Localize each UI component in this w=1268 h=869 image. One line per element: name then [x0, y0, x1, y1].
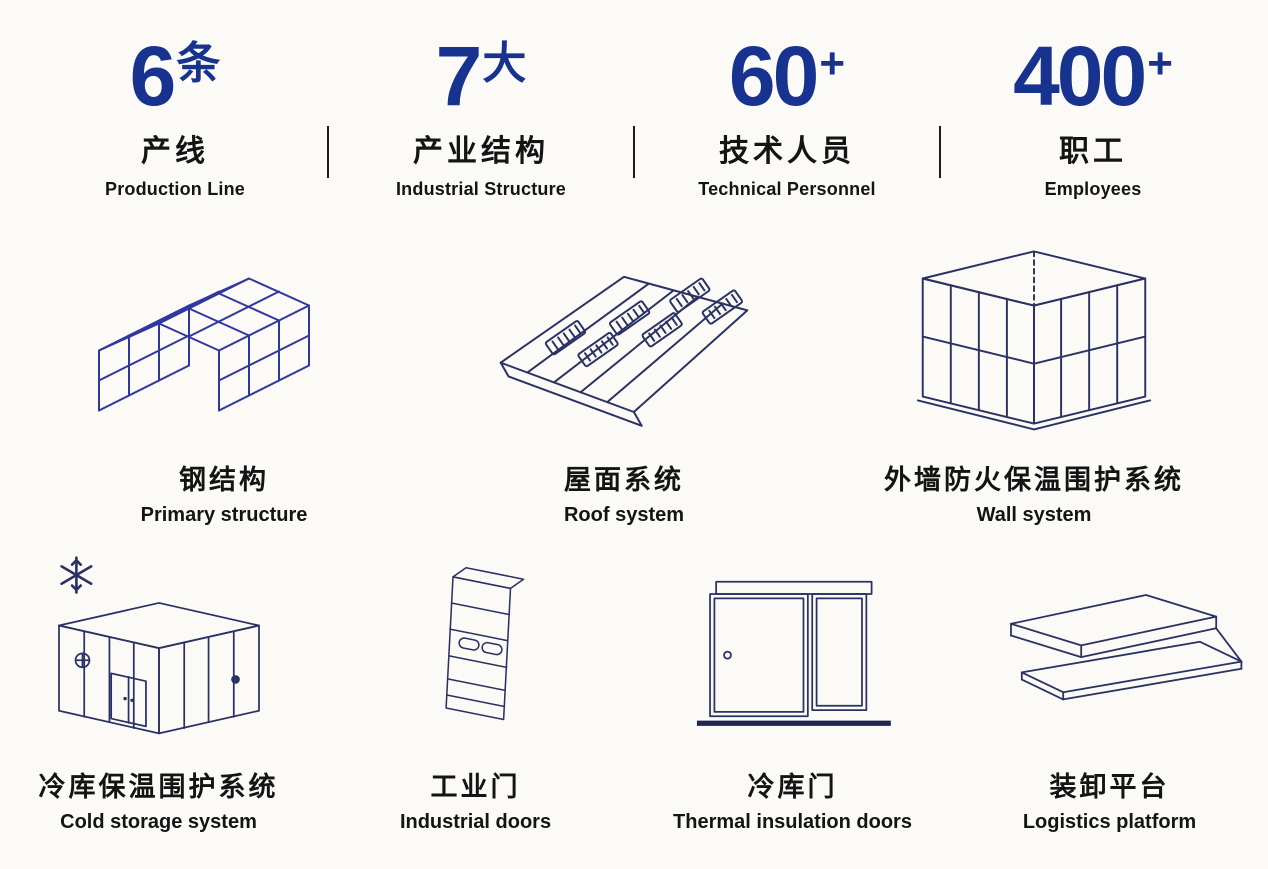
- stat-value-unit: 条: [176, 39, 221, 88]
- product-label-zh: 工业门: [430, 772, 521, 802]
- product-label-zh: 钢结构: [179, 465, 269, 495]
- stat-value: 400+: [957, 34, 1229, 118]
- steel-structure-icon: [74, 234, 374, 442]
- stat-employees: 400+ 职工 Employees: [957, 34, 1229, 200]
- stat-industrial-structure: 7大 产业结构 Industrial Structure: [345, 34, 617, 200]
- product-row-1: 钢结构 Primary structure: [0, 234, 1268, 527]
- stat-value-unit: +: [819, 39, 846, 88]
- stat-technical-personnel: 60+ 技术人员 Technical Personnel: [651, 34, 923, 200]
- stat-label-en: Employees: [1044, 179, 1142, 199]
- stat-label-en: Production Line: [105, 179, 245, 199]
- product-industrial-door: 工业门 Industrial doors: [317, 549, 634, 834]
- stat-label-zh: 技术人员: [719, 135, 855, 168]
- stat-value-unit: 大: [482, 39, 527, 88]
- product-label-zh: 屋面系统: [564, 465, 684, 495]
- stat-value-unit: +: [1147, 39, 1173, 88]
- stats-bar: 6条 产线 Production Line 7大 产业结构 Industrial…: [0, 0, 1268, 200]
- product-label-en: Primary structure: [140, 504, 308, 526]
- product-label-en: Logistics platform: [1022, 811, 1197, 833]
- roof-system-icon: [476, 234, 772, 442]
- industrial-door-icon: [361, 549, 591, 749]
- stat-value: 6条: [39, 34, 311, 118]
- stat-label-zh: 产业结构: [413, 135, 549, 168]
- product-roof-system: 屋面系统 Roof system: [434, 234, 814, 527]
- snowflake-icon: [59, 556, 92, 594]
- loading-platform-icon: [964, 549, 1256, 749]
- wall-system-icon: [874, 234, 1194, 442]
- stat-value: 60+: [651, 34, 923, 118]
- product-label-en: Roof system: [563, 504, 685, 526]
- thermal-door-icon: [662, 549, 924, 749]
- stats-divider: [939, 126, 941, 178]
- stat-label-en: Industrial Structure: [395, 179, 567, 199]
- product-label-zh: 外墙防火保温围护系统: [884, 465, 1184, 495]
- product-label-zh: 装卸平台: [1049, 772, 1170, 802]
- stat-value-number: 400: [1013, 29, 1147, 123]
- product-label-en: Wall system: [976, 504, 1092, 526]
- stat-value-number: 6: [129, 29, 177, 123]
- product-label-zh: 冷库保温围护系统: [38, 772, 279, 802]
- cold-storage-icon: [14, 549, 304, 749]
- product-steel-structure: 钢结构 Primary structure: [14, 234, 434, 527]
- product-loading-platform: 装卸平台 Logistics platform: [951, 549, 1268, 834]
- stats-divider: [633, 126, 635, 178]
- product-label-en: Thermal insulation doors: [673, 811, 912, 833]
- product-wall-system: 外墙防火保温围护系统 Wall system: [814, 234, 1254, 527]
- product-cold-storage: 冷库保温围护系统 Cold storage system: [0, 549, 317, 834]
- stats-divider: [327, 126, 329, 178]
- stat-value-number: 7: [435, 29, 483, 123]
- stat-label-en: Technical Personnel: [698, 179, 876, 199]
- stat-label-zh: 产线: [141, 135, 209, 168]
- stat-value-number: 60: [728, 29, 819, 123]
- stat-value: 7大: [345, 34, 617, 118]
- stat-label-zh: 职工: [1059, 135, 1127, 168]
- product-label-zh: 冷库门: [747, 772, 838, 802]
- product-row-2: 冷库保温围护系统 Cold storage system: [0, 549, 1268, 834]
- product-thermal-door: 冷库门 Thermal insulation doors: [634, 549, 951, 834]
- stat-production-line: 6条 产线 Production Line: [39, 34, 311, 200]
- product-label-en: Cold storage system: [60, 811, 257, 833]
- product-label-en: Industrial doors: [399, 811, 552, 833]
